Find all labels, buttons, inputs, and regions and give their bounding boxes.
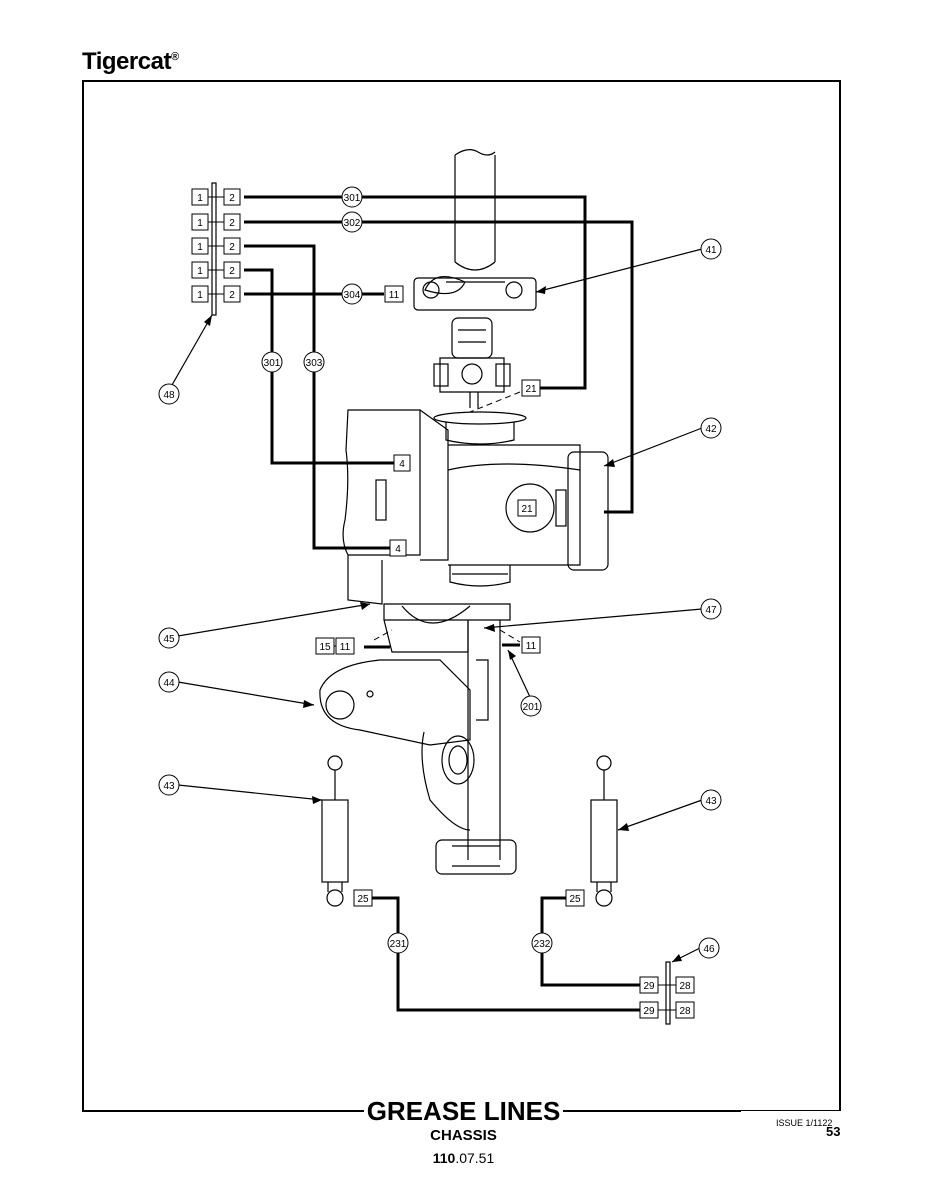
manifold-left-port-b: 2 [229, 290, 235, 301]
svg-text:231: 231 [390, 939, 407, 950]
footer-rule-right [563, 1110, 741, 1112]
manifold-left-port-a: 1 [197, 193, 203, 204]
manifold-right-port-b: 28 [679, 1006, 691, 1017]
svg-text:41: 41 [705, 245, 717, 256]
svg-text:302: 302 [344, 218, 361, 229]
svg-text:43: 43 [163, 781, 175, 792]
manifold-right-row: 29 28 [639, 976, 695, 994]
issue-label: ISSUE 1/1122 [776, 1118, 833, 1128]
svg-text:304: 304 [344, 290, 361, 301]
manifold-left-port-a: 1 [197, 218, 203, 229]
callout-46: 46 [698, 937, 720, 959]
registered-mark: ® [170, 51, 179, 63]
callout-48: 48 [158, 383, 180, 405]
manifold-left-port-b: 2 [229, 218, 235, 229]
callout-44: 44 [158, 671, 180, 693]
svg-text:11: 11 [389, 290, 400, 301]
grease-hoses [244, 195, 640, 1012]
brand-logo: Tigercat® [82, 48, 179, 76]
fitting-label-4: 4 [393, 454, 411, 472]
svg-text:4: 4 [395, 544, 401, 555]
fitting-label-4: 4 [389, 539, 407, 557]
manifold-left-port-b: 2 [229, 193, 235, 204]
hose-label-301: 301 [261, 351, 283, 373]
fitting-label-25: 25 [565, 889, 585, 907]
svg-text:21: 21 [521, 504, 533, 515]
manifold-left-port-b: 2 [229, 242, 235, 253]
svg-text:42: 42 [705, 424, 717, 435]
footer-rule-left [82, 1110, 364, 1112]
svg-text:303: 303 [306, 358, 323, 369]
page-frame [82, 80, 841, 1111]
svg-text:15: 15 [319, 642, 331, 653]
fitting-label-15: 15 [315, 637, 335, 655]
hose-label-302: 302 [341, 211, 363, 233]
svg-text:46: 46 [703, 944, 715, 955]
svg-text:4: 4 [399, 459, 405, 470]
chassis-assembly-drawing [319, 149, 618, 907]
page-title: GREASE LINES [366, 1096, 561, 1126]
svg-text:48: 48 [163, 390, 175, 401]
manifold-left-port-a: 1 [197, 266, 203, 277]
callout-43: 43 [158, 774, 180, 796]
svg-text:21: 21 [525, 384, 537, 395]
callout-45: 45 [158, 627, 180, 649]
page-subtitle: CHASSIS [430, 1127, 497, 1144]
manifold-left-row: 1 2 [191, 237, 241, 255]
callout-201: 201 [520, 695, 542, 717]
svg-text:25: 25 [357, 894, 369, 905]
brand-name: Tigercat [82, 48, 171, 75]
document-number-section: 110 [432, 1150, 456, 1166]
manifold-left-row: 1 2 [191, 188, 241, 206]
svg-text:232: 232 [534, 939, 551, 950]
manifold-left-port-a: 1 [197, 290, 203, 301]
svg-text:44: 44 [163, 678, 175, 689]
document-number-suffix: .07.51 [455, 1150, 495, 1166]
hose-label-303: 303 [303, 351, 325, 373]
fitting-label-25: 25 [353, 889, 373, 907]
manifold-right-port-a: 29 [643, 981, 655, 992]
page-number: 53 [826, 1124, 841, 1139]
manifold-left-row: 1 2 [191, 285, 241, 303]
manifold-right-port-a: 29 [643, 1006, 655, 1017]
svg-text:25: 25 [569, 894, 581, 905]
svg-text:47: 47 [705, 605, 717, 616]
manifold-right-port-b: 28 [679, 981, 691, 992]
manifold-right-bar [665, 961, 671, 1025]
fitting-label-21: 21 [517, 499, 537, 517]
svg-text:11: 11 [340, 642, 351, 653]
callout-43: 43 [700, 789, 722, 811]
manifold-left-port-b: 2 [229, 266, 235, 277]
fitting-label-21: 21 [521, 379, 541, 397]
hose-label-231: 231 [387, 932, 409, 954]
svg-text:11: 11 [526, 641, 537, 652]
manifold-left-port-a: 1 [197, 242, 203, 253]
manifold-right-row: 29 28 [639, 1001, 695, 1019]
fitting-label-11: 11 [384, 285, 404, 303]
footer-rule-tail [741, 1110, 841, 1111]
callout-42: 42 [700, 417, 722, 439]
svg-text:43: 43 [705, 796, 717, 807]
document-number: 110.07.51 [364, 1150, 563, 1166]
manifold-left-bar [211, 182, 217, 316]
callout-41: 41 [700, 238, 722, 260]
hose-label-304: 304 [341, 283, 363, 305]
svg-text:201: 201 [523, 702, 540, 713]
hose-label-232: 232 [531, 932, 553, 954]
hose-label-301: 301 [341, 186, 363, 208]
manifold-left-row: 1 2 [191, 213, 241, 231]
svg-text:301: 301 [344, 193, 361, 204]
callout-47: 47 [700, 598, 722, 620]
svg-text:301: 301 [264, 358, 281, 369]
manifold-left-row: 1 2 [191, 261, 241, 279]
fitting-label-11: 11 [521, 636, 541, 654]
svg-text:45: 45 [163, 634, 175, 645]
fitting-label-11: 11 [335, 637, 355, 655]
